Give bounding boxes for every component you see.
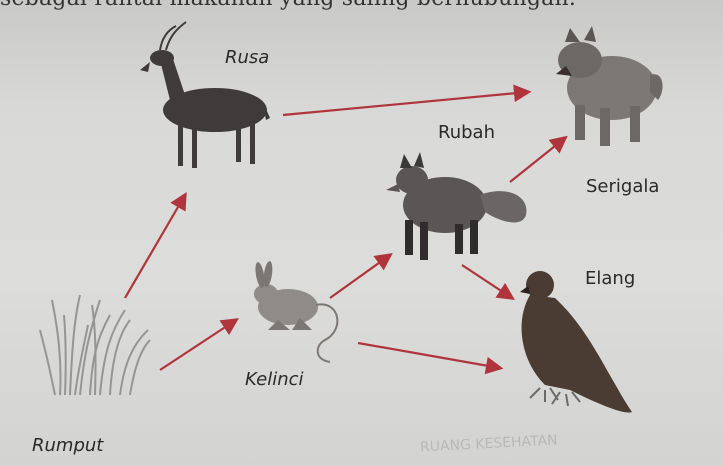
deer-illustration	[140, 22, 270, 168]
arrow-kelinci-to-elang	[358, 343, 500, 368]
rabbit-illustration	[254, 261, 338, 362]
fox-illustration	[386, 152, 526, 260]
label-elang: Elang	[585, 268, 635, 289]
arrow-rumput-to-kelinci	[160, 320, 236, 370]
food-web-arrows	[125, 92, 565, 370]
label-kelinci: Kelinci	[245, 369, 304, 390]
label-rubah: Rubah	[438, 122, 495, 143]
grass-illustration	[40, 295, 150, 395]
arrow-rusa-to-serigala	[283, 92, 528, 115]
wolf-illustration	[556, 26, 663, 146]
label-serigala: Serigala	[586, 176, 659, 197]
arrow-rubah-to-elang	[462, 265, 512, 298]
eagle-illustration	[520, 271, 632, 413]
arrow-rubah-to-serigala	[510, 138, 565, 182]
label-rumput: Rumput	[32, 435, 103, 456]
arrow-kelinci-to-rubah	[330, 255, 390, 298]
arrow-rumput-to-rusa	[125, 195, 185, 298]
label-rusa: Rusa	[225, 47, 269, 68]
